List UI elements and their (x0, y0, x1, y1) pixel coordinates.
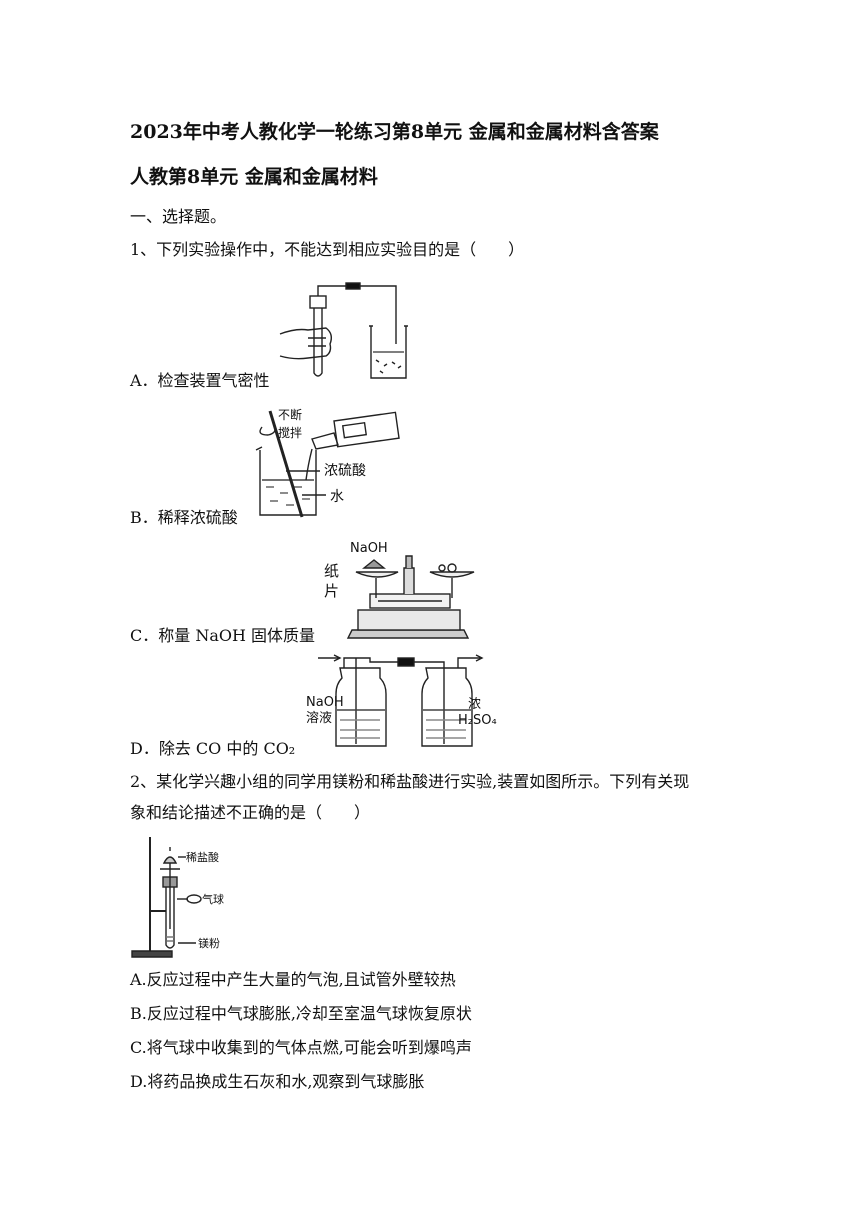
q2-option-a: A.反应过程中产生大量的气泡,且试管外壁较热 (130, 970, 456, 989)
section-heading: 一、选择题。 (130, 207, 227, 226)
figure-dilute-acid: 不断 搅拌 浓硫酸 水 (255, 407, 400, 518)
q1-stem: 1、下列实验操作中，不能达到相应实验目的是（ ） (130, 240, 525, 259)
q2-option-b: B.反应过程中气球膨胀,冷却至室温气球恢复原状 (130, 1004, 472, 1023)
q2-option-c: C.将气球中收集到的气体点燃,可能会听到爆鸣声 (130, 1038, 472, 1057)
document-title: 2023年中考人教化学一轮练习第8单元 金属和金属材料含答案 (130, 121, 659, 143)
figure-mg-acid-apparatus: 稀盐酸 气球 镁粉 (131, 837, 224, 958)
fig-b-water-label: 水 (330, 489, 344, 505)
fig-q2-balloon-label: 气球 (202, 892, 224, 906)
fig-d-naoh2-label: 溶液 (306, 711, 332, 726)
fig-d-naoh1-label: NaOH (306, 695, 344, 710)
q1-option-d: D．除去 CO 中的 CO₂ (130, 739, 296, 758)
fig-d-h2so4-2-label: H₂SO₄ (458, 713, 497, 728)
q1-option-c: C．称量 NaOH 固体质量 (130, 626, 316, 645)
fig-q2-acid-label: 稀盐酸 (186, 850, 219, 864)
fig-b-acid-label: 浓硫酸 (324, 463, 366, 479)
figure-gas-wash-bottles: NaOH 溶液 浓 H₂SO₄ (306, 654, 497, 747)
q1-option-a: A．检查装置气密性 (130, 371, 270, 390)
q2-option-d: D.将药品换成生石灰和水,观察到气球膨胀 (130, 1072, 425, 1091)
fig-c-paper2-label: 片 (324, 582, 339, 600)
q1-option-b: B．稀释浓硫酸 (130, 508, 238, 527)
fig-b-stir2-label: 搅拌 (278, 425, 302, 440)
unit-subtitle: 人教第8单元 金属和金属材料 (130, 166, 378, 188)
fig-q2-mg-label: 镁粉 (198, 936, 220, 950)
fig-c-naoh-label: NaOH (350, 541, 388, 556)
q2-stem-line1: 2、某化学兴趣小组的同学用镁粉和稀盐酸进行实验,装置如图所示。下列有关现 (130, 772, 690, 791)
q2-stem-line2: 象和结论描述不正确的是（ ） (130, 803, 371, 822)
fig-d-h2so4-1-label: 浓 (468, 697, 481, 712)
figure-balance: NaOH 纸 片 (324, 541, 475, 639)
fig-c-paper1-label: 纸 (324, 562, 339, 580)
fig-b-stir-label: 不断 (278, 407, 302, 422)
figure-airtightness-check (279, 282, 408, 379)
